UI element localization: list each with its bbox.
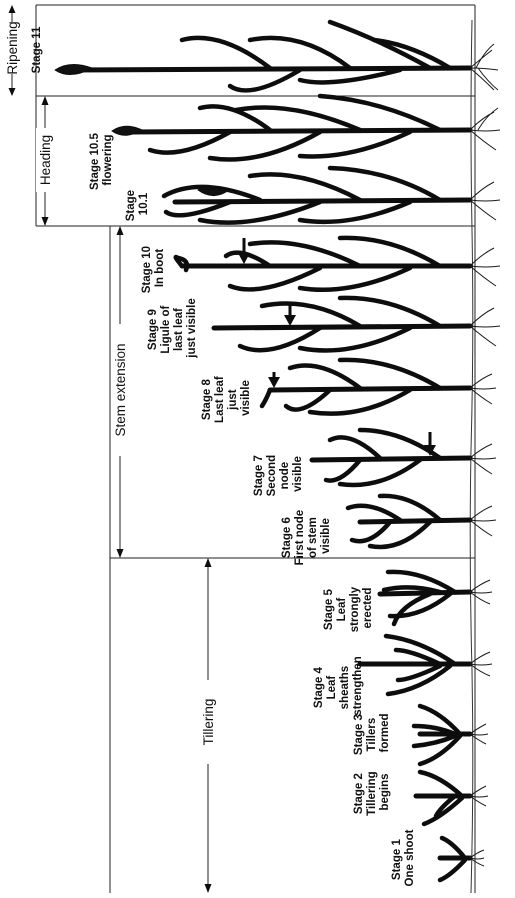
heading-arrow-up	[42, 96, 49, 105]
stage-label-6: Stage 6 First node of stem visible	[281, 507, 332, 566]
phase-label-stem-extension: Stem extension	[113, 343, 128, 436]
stage-label-2: Stage 2 Tillering begins	[353, 768, 391, 816]
stage-label-4: Stage 4 Leaf sheaths strengthen	[313, 656, 364, 715]
stage-label-10: Stage 10 In boot	[141, 243, 166, 294]
stage-label-10-1: Stage 10.1	[125, 187, 150, 222]
phase-label-ripening: Ripening	[5, 21, 20, 74]
stage-labels: Stage 11 Stage 10.5 flowering Stage 10.1…	[31, 26, 416, 886]
plant-stage-4	[360, 636, 470, 694]
ripening-arrow-down	[9, 88, 16, 96]
stage-label-7: Stage 7 Second node visible	[253, 452, 304, 497]
plant-stage-10	[176, 238, 470, 290]
tillering-arrow-down	[205, 884, 212, 893]
tillering-arrow-up	[205, 558, 212, 567]
ripening-arrow-up	[9, 5, 16, 13]
stage-label-11: Stage 11	[31, 26, 43, 73]
plant-stage-9	[214, 298, 470, 351]
heading-arrow-down	[42, 217, 49, 226]
phase-label-heading: Heading	[38, 135, 53, 185]
plant-stage-1	[440, 838, 470, 880]
stage-label-8: Stage 8 Last leaf just visible	[201, 373, 252, 423]
plant-stage-8	[262, 360, 470, 414]
plant-stage-11	[55, 22, 470, 90]
arrow-stage-8	[268, 372, 280, 388]
seed-head-stage-11	[55, 64, 92, 74]
phase-label-tillering: Tillering	[201, 699, 216, 746]
stem-extension-arrow-up	[117, 226, 124, 235]
stage-label-5: Stage 5 Leaf strongly erected	[323, 584, 374, 633]
plant-stage-2	[416, 772, 470, 824]
stage-label-3: Stage 3 Tillers formed	[353, 711, 391, 755]
stage-label-1: Stage 1 One shoot	[391, 829, 416, 886]
stem-extension-arrow-down	[117, 549, 124, 558]
stage-label-9: Stage 9 Ligule of last leaf just visible	[147, 298, 198, 358]
plant-stage-3	[414, 706, 470, 764]
plant-stage-7	[312, 430, 470, 485]
plant-stage-10-1	[164, 168, 470, 223]
plant-stage-6	[348, 496, 470, 547]
stage-label-10-5: Stage 10.5 flowering	[89, 130, 114, 190]
plant-stage-10-5	[112, 96, 470, 160]
plant-stage-5	[380, 572, 470, 624]
